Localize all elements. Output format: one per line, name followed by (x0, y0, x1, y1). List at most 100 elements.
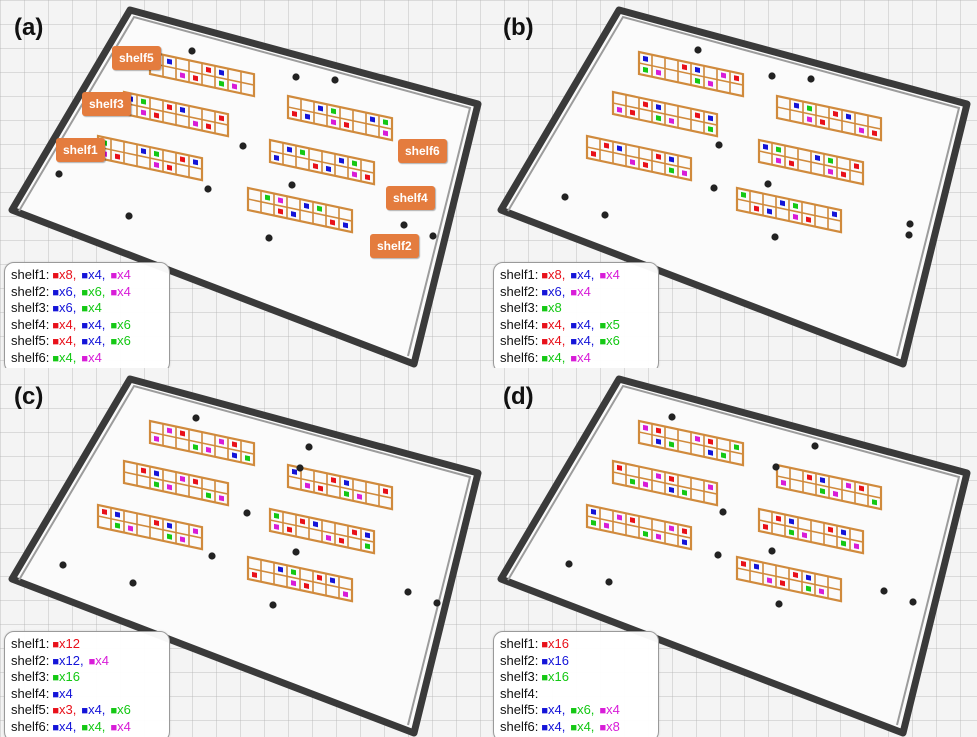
item-box (776, 146, 781, 153)
item-box (656, 533, 661, 540)
item-box (365, 174, 370, 181)
robot-icon (768, 547, 776, 555)
item-box (365, 532, 370, 539)
item-count: x4, (59, 349, 77, 365)
item-box (789, 518, 794, 525)
item-box (287, 146, 292, 153)
item-box (330, 577, 335, 584)
item-box (232, 83, 237, 90)
shelf-shelf5 (148, 419, 256, 467)
legend-row: shelf5: ■x3, ■x4, ■x6 (11, 702, 161, 719)
item-box (193, 159, 198, 166)
item-count: x4, (577, 267, 595, 282)
magenta-square-icon: ■ (107, 286, 118, 299)
item-box (833, 490, 838, 497)
item-box (682, 489, 687, 496)
item-box (794, 102, 799, 109)
shelf-divider (150, 62, 254, 86)
item-count: x4, (59, 316, 77, 332)
red-square-icon: ■ (49, 639, 60, 651)
item-box (721, 72, 726, 79)
item-box (292, 110, 297, 117)
shelf-divider (759, 519, 863, 543)
shelf-name: shelf3: (500, 300, 539, 315)
item-box (754, 205, 759, 212)
item-count: x16 (548, 636, 569, 651)
shelf-name: shelf6: (500, 718, 539, 734)
item-box (617, 145, 622, 152)
item-box (806, 574, 811, 581)
item-count: x4 (117, 283, 131, 299)
item-count: x6 (606, 333, 620, 348)
item-box (317, 205, 322, 212)
item-box (331, 108, 336, 115)
robot-icon (714, 551, 722, 559)
item-box (219, 495, 224, 502)
panel-label: (d) (503, 383, 534, 410)
item-box (193, 478, 198, 485)
item-box (193, 528, 198, 535)
item-box (656, 104, 661, 111)
shelf-shelf6 (775, 94, 883, 142)
shelf-divider (270, 519, 374, 543)
robot-icon (400, 221, 408, 229)
item-box (274, 512, 279, 519)
shelf-shelf1 (585, 134, 693, 182)
item-box (820, 477, 825, 484)
shelf-divider (737, 567, 841, 591)
item-box (630, 517, 635, 524)
item-box (167, 484, 172, 491)
shelf-name: shelf1: (11, 267, 50, 282)
item-box (780, 200, 785, 207)
shelf-divider (270, 150, 374, 174)
shelf-tag-shelf6: shelf6 (398, 139, 447, 163)
item-box (682, 539, 687, 546)
shelf-name: shelf6: (11, 718, 50, 734)
item-box (669, 441, 674, 448)
magenta-square-icon: ■ (567, 352, 578, 365)
item-box (643, 101, 648, 108)
item-box (265, 194, 270, 201)
item-box (763, 143, 768, 150)
item-box (789, 160, 794, 167)
item-box (154, 435, 159, 442)
shelf-divider (98, 515, 202, 539)
red-square-icon: ■ (538, 270, 549, 282)
item-box (252, 571, 257, 578)
shelf-divider (639, 431, 743, 455)
item-box (656, 69, 661, 76)
item-box (141, 467, 146, 474)
shelf-divider (777, 475, 881, 499)
item-box (291, 211, 296, 218)
red-square-icon: ■ (538, 336, 549, 348)
robot-icon (59, 561, 67, 569)
blue-square-icon: ■ (78, 705, 89, 717)
red-square-icon: ■ (49, 336, 60, 348)
item-box (741, 560, 746, 567)
item-box (802, 532, 807, 539)
item-box (872, 130, 877, 137)
warehouse-scene (497, 375, 971, 737)
legend-row: shelf4: ■x4 (11, 686, 161, 703)
shelf-shelf1 (585, 503, 693, 551)
legend-row: shelf2: ■x16 (500, 653, 650, 670)
item-box (832, 211, 837, 218)
shelf-divider (124, 102, 228, 126)
item-box (331, 119, 336, 126)
shelf-divider (288, 475, 392, 499)
item-box (313, 163, 318, 170)
item-box (180, 430, 185, 437)
item-box (180, 536, 185, 543)
shelf-tag-shelf1: shelf1 (56, 138, 105, 162)
shelf-shelf2 (735, 186, 843, 234)
item-box (343, 591, 348, 598)
item-box (154, 112, 159, 119)
item-box (304, 582, 309, 589)
green-square-icon: ■ (538, 352, 549, 365)
item-box (754, 563, 759, 570)
item-box (841, 171, 846, 178)
item-count: x4, (88, 333, 106, 348)
robot-icon (768, 72, 776, 80)
item-box (352, 529, 357, 536)
item-count: x6 (117, 316, 131, 332)
